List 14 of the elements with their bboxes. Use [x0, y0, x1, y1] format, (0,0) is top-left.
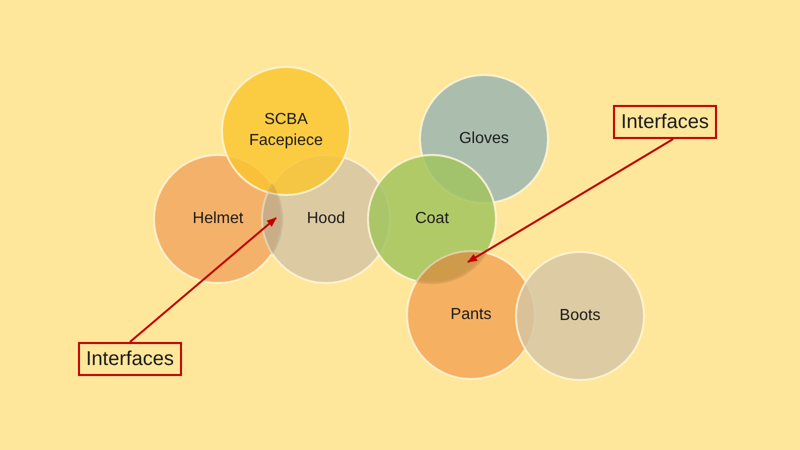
- callout-label: Interfaces: [78, 342, 182, 376]
- circle-label: Pants: [450, 304, 492, 325]
- venn-circle: [221, 66, 351, 196]
- circle-label: Boots: [560, 306, 600, 326]
- circle-label: Coat: [415, 208, 449, 229]
- circle-label: Helmet: [192, 208, 244, 229]
- circle-label: Gloves: [459, 128, 509, 149]
- venn-circle: [515, 251, 645, 381]
- overlap-region: [415, 250, 488, 284]
- leader-arrow: [129, 217, 277, 343]
- overlap-region: [261, 182, 283, 256]
- circle-label: Hood: [306, 208, 346, 229]
- circle-label: SCBA Facepiece: [248, 110, 324, 151]
- callout-label: Interfaces: [613, 105, 717, 139]
